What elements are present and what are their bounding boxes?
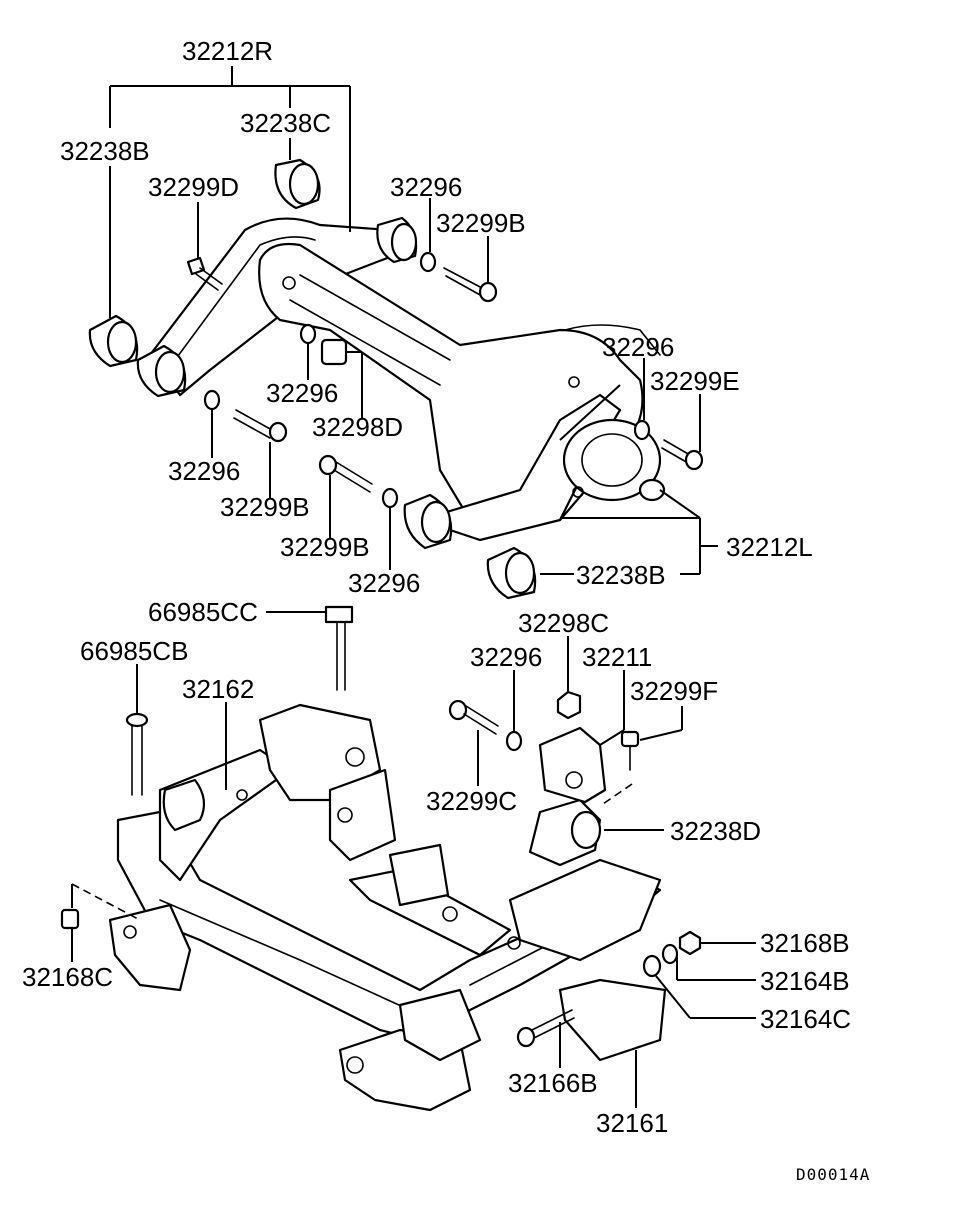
label-32168B: 32168B — [760, 928, 850, 958]
label-32299D: 32299D — [148, 172, 239, 202]
bolt-32299B-b — [233, 409, 288, 443]
label-32161: 32161 — [596, 1108, 668, 1138]
crossmember-frame — [108, 703, 667, 1112]
diagram-reference-code: D00014A — [796, 1165, 870, 1184]
leader-lines — [71, 66, 756, 1108]
washer-32296-b — [299, 323, 317, 345]
label-32166B: 32166B — [508, 1068, 598, 1098]
label-32238B-top: 32238B — [60, 136, 150, 166]
bolt-32299F — [620, 730, 640, 771]
label-32212L: 32212L — [726, 532, 813, 562]
bushing-32238B-left — [88, 314, 139, 368]
bolt-32299E — [661, 439, 704, 471]
label-32211: 32211 — [582, 642, 652, 672]
bolt-32299D — [186, 256, 223, 291]
washer-32296-e — [633, 419, 651, 441]
bolt-66985CC — [324, 605, 354, 691]
label-32296-c: 32296 — [168, 456, 240, 486]
label-32162: 32162 — [182, 674, 254, 704]
label-32212R: 32212R — [182, 36, 273, 66]
label-32164B: 32164B — [760, 966, 850, 996]
bushing-right-arm-top — [376, 216, 418, 264]
bushing-32238D — [528, 798, 602, 867]
label-32299C: 32299C — [426, 786, 517, 816]
bushing-right-arm-lower — [403, 493, 453, 550]
washer-32296-f — [505, 730, 523, 752]
label-32299B-c: 32299B — [280, 532, 370, 562]
label-66985CB: 66985CB — [80, 636, 188, 666]
bracket-32211 — [538, 726, 607, 804]
bushing-left-arm — [136, 344, 187, 398]
label-32299B-a: 32299B — [436, 208, 526, 238]
label-32298C: 32298C — [518, 608, 609, 638]
upper-support-member — [148, 217, 666, 542]
nut-32168B — [678, 930, 702, 956]
bolt-32299C — [448, 699, 499, 735]
label-66985CC: 66985CC — [148, 597, 258, 627]
label-32238B-bottom: 32238B — [576, 560, 666, 590]
bushing-32238B-bottom — [486, 546, 537, 600]
washer-32296-a — [419, 251, 437, 273]
washer-32296-d — [381, 487, 399, 509]
label-32299B-b: 32299B — [220, 492, 310, 522]
washer-32296-c — [203, 389, 221, 411]
bolt-32166B — [516, 1009, 575, 1048]
label-32168C: 32168C — [22, 962, 113, 992]
nut-32168C — [60, 908, 80, 930]
label-32296-a: 32296 — [390, 172, 462, 202]
label-32299F: 32299F — [630, 676, 718, 706]
nut-32298C — [556, 690, 582, 720]
bolt-66985CB — [125, 712, 149, 796]
label-32238C: 32238C — [240, 108, 331, 138]
label-32298D: 32298D — [312, 412, 403, 442]
label-32299E: 32299E — [650, 366, 740, 396]
label-32164C: 32164C — [760, 1004, 851, 1034]
collar-32298D — [320, 338, 348, 366]
washer-32164C — [642, 954, 662, 978]
bushing-32238C — [274, 158, 321, 210]
label-32238D: 32238D — [670, 816, 761, 846]
label-32296-b: 32296 — [266, 378, 338, 408]
part-labels: 32212R 32238C 32238B 32299D 32296 32299B… — [22, 36, 870, 1184]
label-32296-d: 32296 — [348, 568, 420, 598]
label-32296-e: 32296 — [602, 332, 674, 362]
bolt-32299B-c — [318, 454, 373, 493]
washer-32164B — [661, 943, 679, 965]
label-32296-f: 32296 — [470, 642, 542, 672]
